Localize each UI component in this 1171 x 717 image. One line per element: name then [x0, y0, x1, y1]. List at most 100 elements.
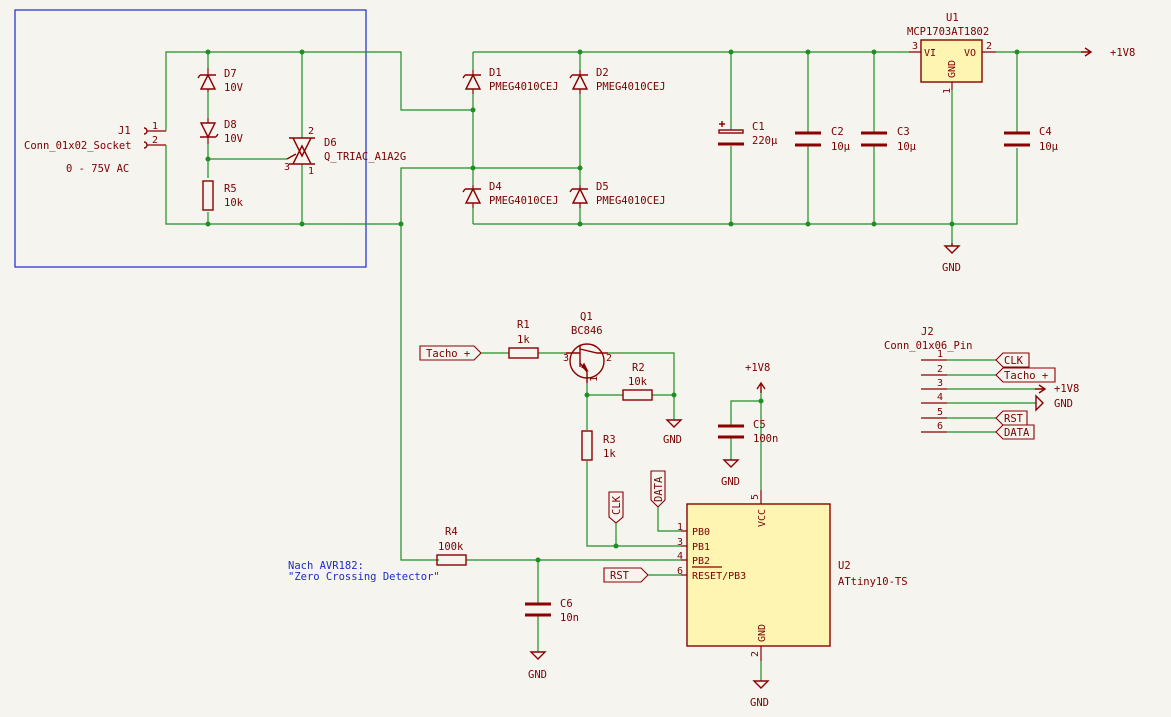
power-gnd-j2: GND [1035, 394, 1073, 412]
diode-d2[interactable]: D2 PMEG4010CEJ [569, 67, 666, 94]
svg-text:3: 3 [677, 537, 683, 548]
connector-j2[interactable]: J2 Conn_01x06_Pin 1 2 3 4 5 6 [884, 326, 973, 433]
svg-text:GND: GND [942, 262, 961, 274]
svg-text:3: 3 [563, 353, 569, 364]
capacitor-c6[interactable]: C6 10n [525, 598, 579, 624]
svg-text:CLK: CLK [1004, 355, 1024, 367]
wire-input-top [165, 51, 473, 131]
label-clk-j2[interactable]: CLK [995, 352, 1030, 368]
capacitor-c3[interactable]: C3 10µ [861, 126, 917, 153]
svg-text:Tacho +: Tacho + [1004, 370, 1048, 382]
svg-text:RST: RST [610, 570, 630, 582]
r2-ref: R2 [632, 362, 645, 374]
zener-d8[interactable]: D8 10V [199, 118, 244, 145]
svg-text:PB0: PB0 [692, 527, 710, 538]
label-rst-j2[interactable]: RST [995, 410, 1028, 426]
triac-d6[interactable]: D6 Q_TRIAC_A1A2G 2 1 3 [284, 126, 406, 177]
label-rst-u2[interactable]: RST [603, 567, 649, 583]
label-clk[interactable]: CLK [608, 491, 624, 524]
r2-value: 10k [628, 376, 648, 388]
svg-text:CLK: CLK [611, 495, 623, 515]
diode-d1[interactable]: D1 PMEG4010CEJ [462, 67, 559, 94]
d6-ref: D6 [324, 137, 337, 149]
d4-value: PMEG4010CEJ [489, 195, 559, 207]
capacitor-c4[interactable]: C4 10µ [1004, 126, 1059, 153]
j1-ref: J1 [118, 125, 131, 137]
regulator-u1[interactable]: U1 MCP1703AT1802 VI VO GND 3 2 1 [907, 12, 996, 94]
c6-ref: C6 [560, 598, 573, 610]
svg-text:1: 1 [937, 349, 943, 360]
svg-text:Tacho +: Tacho + [426, 348, 470, 360]
svg-text:DATA: DATA [1004, 427, 1030, 439]
label-tacho-j2[interactable]: Tacho + [995, 367, 1056, 383]
resistor-r1[interactable]: R1 1k [508, 319, 539, 359]
u2-value: ATtiny10-TS [838, 576, 908, 588]
svg-text:4: 4 [677, 551, 683, 562]
svg-text:RESET/PB3: RESET/PB3 [692, 571, 746, 582]
capacitor-c1[interactable]: C1 220µ [718, 121, 778, 147]
r1-value: 1k [517, 334, 530, 346]
r3-value: 1k [603, 448, 616, 460]
diode-d4[interactable]: D4 PMEG4010CEJ [462, 181, 559, 208]
power-gnd-u2: GND [750, 680, 770, 709]
svg-text:3: 3 [912, 41, 918, 52]
u2-ref: U2 [838, 560, 851, 572]
c6-value: 10n [560, 612, 579, 624]
c4-ref: C4 [1039, 126, 1052, 138]
connector-j1[interactable]: J1 Conn_01x02_Socket 1 2 [24, 121, 166, 152]
svg-text:RST: RST [1004, 413, 1024, 425]
power-plus1v8-top: +1V8 [1081, 47, 1135, 59]
svg-text:GND: GND [750, 697, 769, 709]
wire-input-bottom [165, 145, 473, 225]
d7-ref: D7 [224, 68, 237, 80]
power-gnd-c6: GND [528, 651, 547, 681]
c2-value: 10µ [831, 141, 851, 153]
svg-text:3: 3 [284, 162, 290, 173]
input-voltage-note: 0 - 75V AC [66, 163, 129, 175]
u1-value: MCP1703AT1802 [907, 26, 989, 38]
j1-value: Conn_01x02_Socket [24, 140, 131, 152]
d6-value: Q_TRIAC_A1A2G [324, 151, 406, 163]
r4-value: 100k [438, 541, 464, 553]
svg-text:GND: GND [947, 60, 958, 78]
transistor-q1[interactable]: Q1 BC846 3 2 1 [563, 311, 612, 383]
j1-socket-1 [143, 127, 148, 135]
svg-text:+1V8: +1V8 [745, 362, 770, 374]
c5-value: 100n [753, 433, 778, 445]
capacitor-c2[interactable]: C2 10µ [795, 126, 851, 153]
d5-ref: D5 [596, 181, 609, 193]
mcu-u2[interactable]: 1 3 4 6 PB0 PB1 PB2 RESET/PB3 VCC GND 5 … [677, 490, 908, 661]
c1-value: 220µ [752, 135, 778, 147]
resistor-r3[interactable]: R3 1k [581, 430, 616, 461]
svg-text:1: 1 [589, 376, 600, 382]
svg-text:2: 2 [750, 651, 761, 657]
c1-ref: C1 [752, 121, 765, 133]
svg-text:2: 2 [986, 41, 992, 52]
resistor-r2[interactable]: R2 10k [622, 362, 653, 401]
svg-text:4: 4 [937, 392, 943, 403]
diode-d5[interactable]: D5 PMEG4010CEJ [569, 181, 666, 208]
svg-text:+1V8: +1V8 [1054, 383, 1079, 395]
label-data-j2[interactable]: DATA [995, 424, 1035, 440]
c4-value: 10µ [1039, 141, 1059, 153]
resistor-r5[interactable]: R5 10k [202, 180, 244, 211]
zener-d7[interactable]: D7 10V [197, 68, 244, 94]
capacitor-c5[interactable]: C5 100n [718, 419, 778, 445]
power-gnd-c5: GND [721, 459, 740, 488]
label-data-u2[interactable]: DATA [650, 470, 666, 508]
power-gnd-q1: GND [663, 419, 683, 446]
power-plus1v8-j2: +1V8 [1035, 383, 1079, 395]
u1-ref: U1 [946, 12, 959, 24]
c3-ref: C3 [897, 126, 910, 138]
c2-ref: C2 [831, 126, 844, 138]
svg-text:1: 1 [942, 88, 953, 94]
svg-text:GND: GND [1054, 398, 1073, 410]
resistor-r4[interactable]: R4 100k [436, 526, 467, 566]
d1-ref: D1 [489, 67, 502, 79]
svg-text:3: 3 [937, 378, 943, 389]
r5-value: 10k [224, 197, 244, 209]
label-tacho-input[interactable]: Tacho + [419, 345, 482, 361]
q1-ref: Q1 [580, 311, 593, 323]
c3-value: 10µ [897, 141, 917, 153]
j1-pin-2: 2 [152, 135, 158, 146]
